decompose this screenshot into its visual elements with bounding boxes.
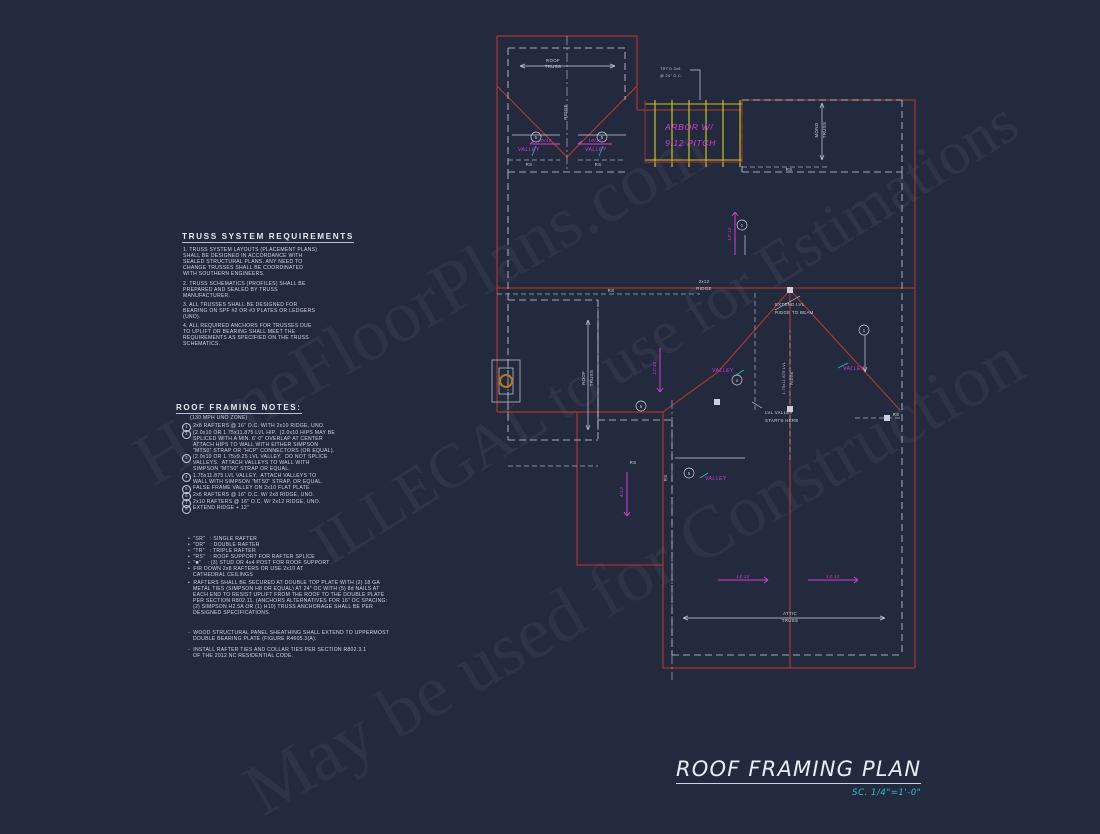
truss-requirements-title: TRUSS SYSTEM REQUIREMENTS xyxy=(182,232,354,243)
framing-note-text-4: 1.75x11.875 LVL VALLEY. ATTACH VALLEYS T… xyxy=(193,472,324,485)
bubble-5-a: 5 xyxy=(535,135,538,140)
label-pitch-12-12-s2: 12:12 xyxy=(826,574,840,579)
bubble-5-mid: 5 xyxy=(640,404,643,409)
framing-footnote-0: - WOOD STRUCTURAL PANEL SHEATHING SHALL … xyxy=(188,630,390,642)
framing-note-text-1: 2x8 RAFTERS @ 16" O.C. WITH 2x10 RIDGE, … xyxy=(193,423,325,429)
label-arbor-line2: 9:12 PITCH xyxy=(665,138,716,148)
truss-req-item-3: 3. ALL TRUSSES SHALL BE DESIGNED FOR BEA… xyxy=(183,302,316,320)
label-pitch-10-12-right: 10/12 xyxy=(588,138,602,143)
label-mono-truss-1: MONO xyxy=(814,122,819,137)
framing-note-number-2: 2 xyxy=(182,429,191,439)
label-rs-mono: RS xyxy=(786,167,793,172)
framing-bullet-item-0: • FIR DOWN 2x8 RAFTERS OR USE 2x10 AT CA… xyxy=(188,566,304,578)
label-ridge-2x12-1: 2x12 xyxy=(699,279,710,284)
bubble-5-b: 5 xyxy=(601,135,604,140)
arbor-rafters-yellow xyxy=(644,100,743,167)
label-lvl-ridge-2: RIDGE xyxy=(790,371,794,385)
ridge-centerlines xyxy=(507,36,791,460)
framing-legend-item-0: • "SR" : SINGLE RAFTER xyxy=(188,536,258,542)
framing-footnote-1: - INSTALL RAFTER TIES AND COLLAR TIES PE… xyxy=(188,647,367,659)
bubble-1-ne: 1 xyxy=(741,223,744,228)
framing-notes-title: ROOF FRAMING NOTES: xyxy=(176,403,302,414)
framing-legend-item-1: • "DR" : DOUBLE RAFTER xyxy=(188,542,260,548)
truss-req-item-4: 4. ALL REQUIRED ANCHORS FOR TRUSSES DUE … xyxy=(183,323,312,347)
callout-leaders xyxy=(690,69,801,409)
label-valley-right: VALLEY xyxy=(585,147,607,153)
framing-note-number-3: 3 xyxy=(182,454,191,464)
drawing-scale: SC. 1/4"=1'-0" xyxy=(852,787,922,797)
label-arbor-line1: ARBOR W/ xyxy=(664,122,714,132)
label-mono-truss-2: TRUSS xyxy=(822,122,827,138)
label-pitch-4-12: 4/12 xyxy=(619,487,624,498)
label-roof-truss-top-1: ROOF xyxy=(546,58,560,63)
label-attic-truss-1: ATTIC xyxy=(783,611,797,616)
label-rs-mid-left: RS xyxy=(608,288,615,293)
framing-note-number-4: 4 xyxy=(182,472,191,482)
roof-support-posts xyxy=(714,287,890,421)
label-extend-lvl-1: EXTEND LVL xyxy=(775,302,805,307)
bubble-4: 4 xyxy=(736,378,739,383)
label-attic-truss-2: TRUSS xyxy=(782,618,798,623)
framing-bullet-item-1: • RAFTERS SHALL BE SECURED AT DOUBLE TOP… xyxy=(188,579,388,616)
label-extend-lvl-2: RIDGE TO BEAM xyxy=(775,310,814,315)
label-rs-right: RS xyxy=(595,162,602,167)
label-lvl-ridge-1: 1.75x11.875 LVL xyxy=(782,362,786,395)
framing-note-text-5: FALSE FRAME VALLEY ON 2x10 FLAT PLATE xyxy=(193,485,310,492)
framing-legend-item-3: • "RS" : ROOF SUPPORT FOR RAFTER SPLICE xyxy=(188,554,315,560)
framing-note-text-2: (2.0x10 OR 1.75x11.875 LVL HIP. (2.0x10 … xyxy=(193,429,336,454)
framing-note-text-3: (2.0x10 OR 1.75x9.25 LVL VALLEY. DO NOT … xyxy=(193,454,328,473)
framing-legend-item-4: • "■" : (3) STUD OR 4x4 POST FOR ROOF SU… xyxy=(188,560,330,566)
framing-note-text-6: 2x6 RAFTERS @ 16" O.C. W/ 2x8 RIDGE, UNO… xyxy=(193,492,315,498)
framing-notes-subtitle: (130 MPH UNO ZONE) xyxy=(190,415,248,421)
label-roof-truss-mid-1: ROOF xyxy=(581,371,586,385)
framing-legend-item-2: • "TR" : TRIPLE RAFTER xyxy=(188,548,256,554)
label-treated-2: @ 24" O.C. xyxy=(660,74,682,78)
dimension-lines xyxy=(497,63,902,621)
framing-note-2: 2(2.0x10 OR 1.75x11.875 LVL HIP. (2.0x10… xyxy=(182,429,336,454)
bubble-1-e: 1 xyxy=(863,328,866,333)
label-valley-center: VALLEY xyxy=(712,368,734,374)
framing-note-number-8: 8 xyxy=(182,505,191,515)
label-pitch-12-12-mid: 12:12 xyxy=(652,361,657,375)
label-ridge-vertical: RIDGE xyxy=(563,104,568,119)
framing-note-text-8: EXTEND RIDGE + 12" xyxy=(193,505,249,512)
label-ridge-2x12-2: RIDGE xyxy=(696,286,711,291)
page-title: ROOF FRAMING PLAN xyxy=(676,757,922,784)
label-pitch-10-12-left: 10/12 xyxy=(538,138,552,143)
label-treated-1: TRT'D 2x8 xyxy=(660,67,681,71)
label-lvl-valley-starts-1: LVL VALLEY xyxy=(765,410,793,415)
truss-req-item-1: 1. TRUSS SYSTEM LAYOUTS (PLACEMENT PLANS… xyxy=(183,247,318,277)
truss-req-item-2: 2. TRUSS SCHEMATICS (PROFILES) SHALL BE … xyxy=(183,281,306,299)
label-pitch-12-12-ne: 12:12 xyxy=(727,227,732,241)
detail-bubbles xyxy=(530,131,870,479)
label-lvl-valley-starts-2: STARTS HERE xyxy=(765,418,799,423)
label-pitch-12-12-s1: 12:12 xyxy=(736,574,750,579)
label-rs-left: RS xyxy=(526,162,533,167)
framing-note-text-7: 2x10 RAFTERS @ 16" O.C. W/ 2x12 RIDGE, U… xyxy=(193,498,321,505)
label-rs-vert-lower: RS xyxy=(663,475,668,482)
bubble-5-lower: 5 xyxy=(688,471,691,476)
label-rs-east: RS xyxy=(893,412,900,417)
valley-leaders xyxy=(531,145,849,479)
label-roof-truss-top-2: TRUSS xyxy=(545,64,561,69)
label-valley-east: VALLEY xyxy=(843,366,865,372)
label-valley-lower: VALLEY xyxy=(705,476,727,482)
title-block: ROOF FRAMING PLAN SC. 1/4"=1'-0" xyxy=(676,757,922,797)
label-roof-truss-mid-2: TRUSS xyxy=(589,370,594,386)
plan-text-labels: ROOF TRUSS RIDGE 10/12 10/12 VALLEY VALL… xyxy=(518,58,899,623)
label-valley-left: VALLEY xyxy=(518,147,540,153)
chimney-detail xyxy=(491,359,521,403)
label-rs-lower-mid: RS xyxy=(630,460,637,465)
pitch-markers xyxy=(623,211,859,584)
framing-note-3: 3(2.0x10 OR 1.75x9.25 LVL VALLEY. DO NOT… xyxy=(182,454,328,472)
